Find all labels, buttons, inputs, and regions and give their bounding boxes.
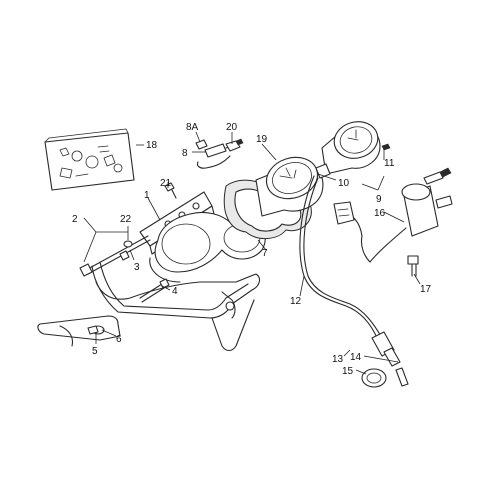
callout-6: 6 bbox=[116, 334, 122, 345]
part-18-bulb-kit bbox=[44, 128, 135, 191]
callout-7: 7 bbox=[262, 248, 268, 259]
callout-8a: 8A bbox=[186, 122, 199, 133]
callout-22: 22 bbox=[120, 214, 132, 225]
callout-18: 18 bbox=[146, 140, 158, 151]
part-12-speedo-cable bbox=[299, 175, 401, 367]
part-5-nut bbox=[87, 325, 99, 335]
callout-14: 14 bbox=[350, 352, 362, 363]
callout-13: 13 bbox=[332, 354, 344, 365]
callouts: 18 8A 8 20 19 1 21 2 22 3 4 5 6 7 10 11 … bbox=[72, 122, 432, 377]
callout-4: 4 bbox=[172, 286, 178, 297]
part-15-nut bbox=[361, 368, 387, 388]
callout-3: 3 bbox=[134, 262, 140, 273]
callout-21: 21 bbox=[160, 178, 172, 189]
part-14-drive-end bbox=[395, 367, 409, 387]
callout-5: 5 bbox=[92, 346, 98, 357]
callout-16: 16 bbox=[374, 208, 386, 219]
part-17-bolt bbox=[407, 255, 419, 277]
callout-20: 20 bbox=[226, 122, 238, 133]
leader-lines bbox=[83, 131, 421, 375]
support-frame bbox=[37, 261, 261, 352]
part-3-long-bolt bbox=[79, 235, 151, 277]
callout-10: 10 bbox=[338, 178, 350, 189]
callout-15: 15 bbox=[342, 366, 354, 377]
callout-19: 19 bbox=[256, 134, 268, 145]
callout-1: 1 bbox=[144, 190, 150, 201]
callout-9: 9 bbox=[376, 194, 382, 205]
part-16-ignition-switch bbox=[333, 167, 453, 263]
callout-8: 8 bbox=[182, 148, 188, 159]
callout-12: 12 bbox=[290, 296, 302, 307]
part-22-washer bbox=[123, 240, 133, 248]
part-10-tachometer bbox=[315, 121, 391, 179]
callout-11: 11 bbox=[384, 158, 395, 169]
callout-17: 17 bbox=[420, 284, 432, 295]
callout-2: 2 bbox=[72, 214, 78, 225]
part-19-speedometer bbox=[255, 156, 324, 217]
part-8-sensor-group bbox=[195, 138, 244, 169]
